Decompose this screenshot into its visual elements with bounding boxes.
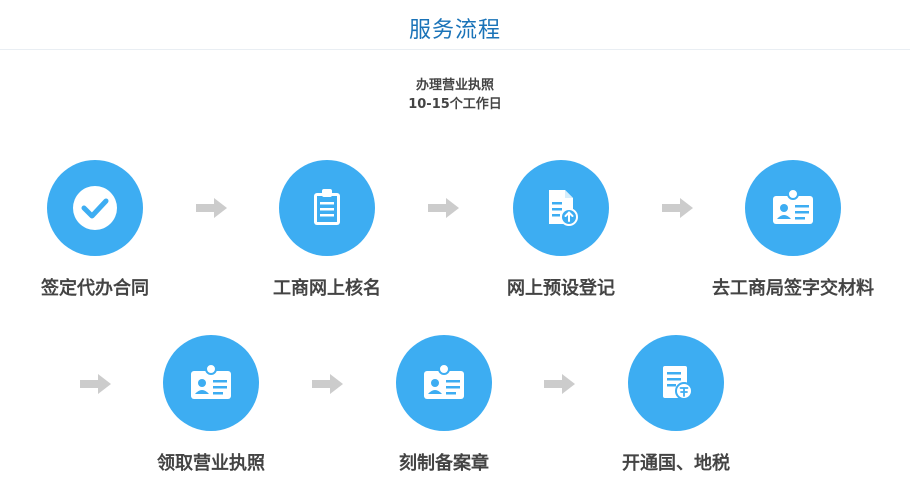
step-5-label: 领取营业执照 bbox=[157, 453, 265, 474]
step-name-check: 工商网上核名 bbox=[237, 160, 417, 300]
step-online-registration: 网上预设登记 bbox=[471, 160, 651, 300]
step-collect-license: 领取营业执照 bbox=[121, 335, 301, 475]
arrow-right-icon bbox=[662, 198, 693, 218]
checkmark-icon bbox=[73, 186, 117, 230]
clipboard-icon bbox=[314, 189, 340, 225]
page-title: 服务流程 bbox=[408, 18, 501, 43]
id-card-icon bbox=[773, 188, 813, 224]
step-1-label: 签定代办合同 bbox=[41, 278, 149, 299]
step-7-label: 开通国、地税 bbox=[622, 453, 730, 474]
step-2-label: 工商网上核名 bbox=[273, 278, 381, 299]
step-6-label: 刻制备案章 bbox=[399, 453, 489, 474]
step-1-circle bbox=[47, 160, 143, 256]
arrow-right-icon bbox=[312, 374, 343, 394]
step-2-circle bbox=[279, 160, 375, 256]
step-6-circle bbox=[396, 335, 492, 431]
step-carve-seal: 刻制备案章 bbox=[354, 335, 534, 475]
step-7-circle bbox=[628, 335, 724, 431]
step-4-circle bbox=[745, 160, 841, 256]
tax-document-icon bbox=[663, 366, 693, 400]
step-5-circle bbox=[163, 335, 259, 431]
arrow-right-icon bbox=[428, 198, 459, 218]
summary-service: 办理营业执照 bbox=[415, 78, 494, 93]
step-tax-registration: 开通国、地税 bbox=[586, 335, 766, 475]
step-4-label: 去工商局签字交材料 bbox=[712, 278, 874, 299]
summary-duration: 10-15个工作日 bbox=[408, 97, 502, 112]
step-submit-materials: 去工商局签字交材料 bbox=[703, 160, 883, 300]
title-divider bbox=[0, 49, 910, 50]
arrow-right-icon bbox=[196, 198, 227, 218]
arrow-right-icon bbox=[80, 374, 111, 394]
id-card-icon bbox=[424, 363, 464, 399]
document-upload-icon bbox=[549, 190, 578, 226]
step-3-circle bbox=[513, 160, 609, 256]
step-3-label: 网上预设登记 bbox=[507, 278, 615, 299]
process-summary: 办理营业执照 10-15个工作日 bbox=[0, 76, 910, 114]
step-sign-contract: 签定代办合同 bbox=[5, 160, 185, 300]
id-card-icon bbox=[191, 363, 231, 399]
arrow-right-icon bbox=[544, 374, 575, 394]
